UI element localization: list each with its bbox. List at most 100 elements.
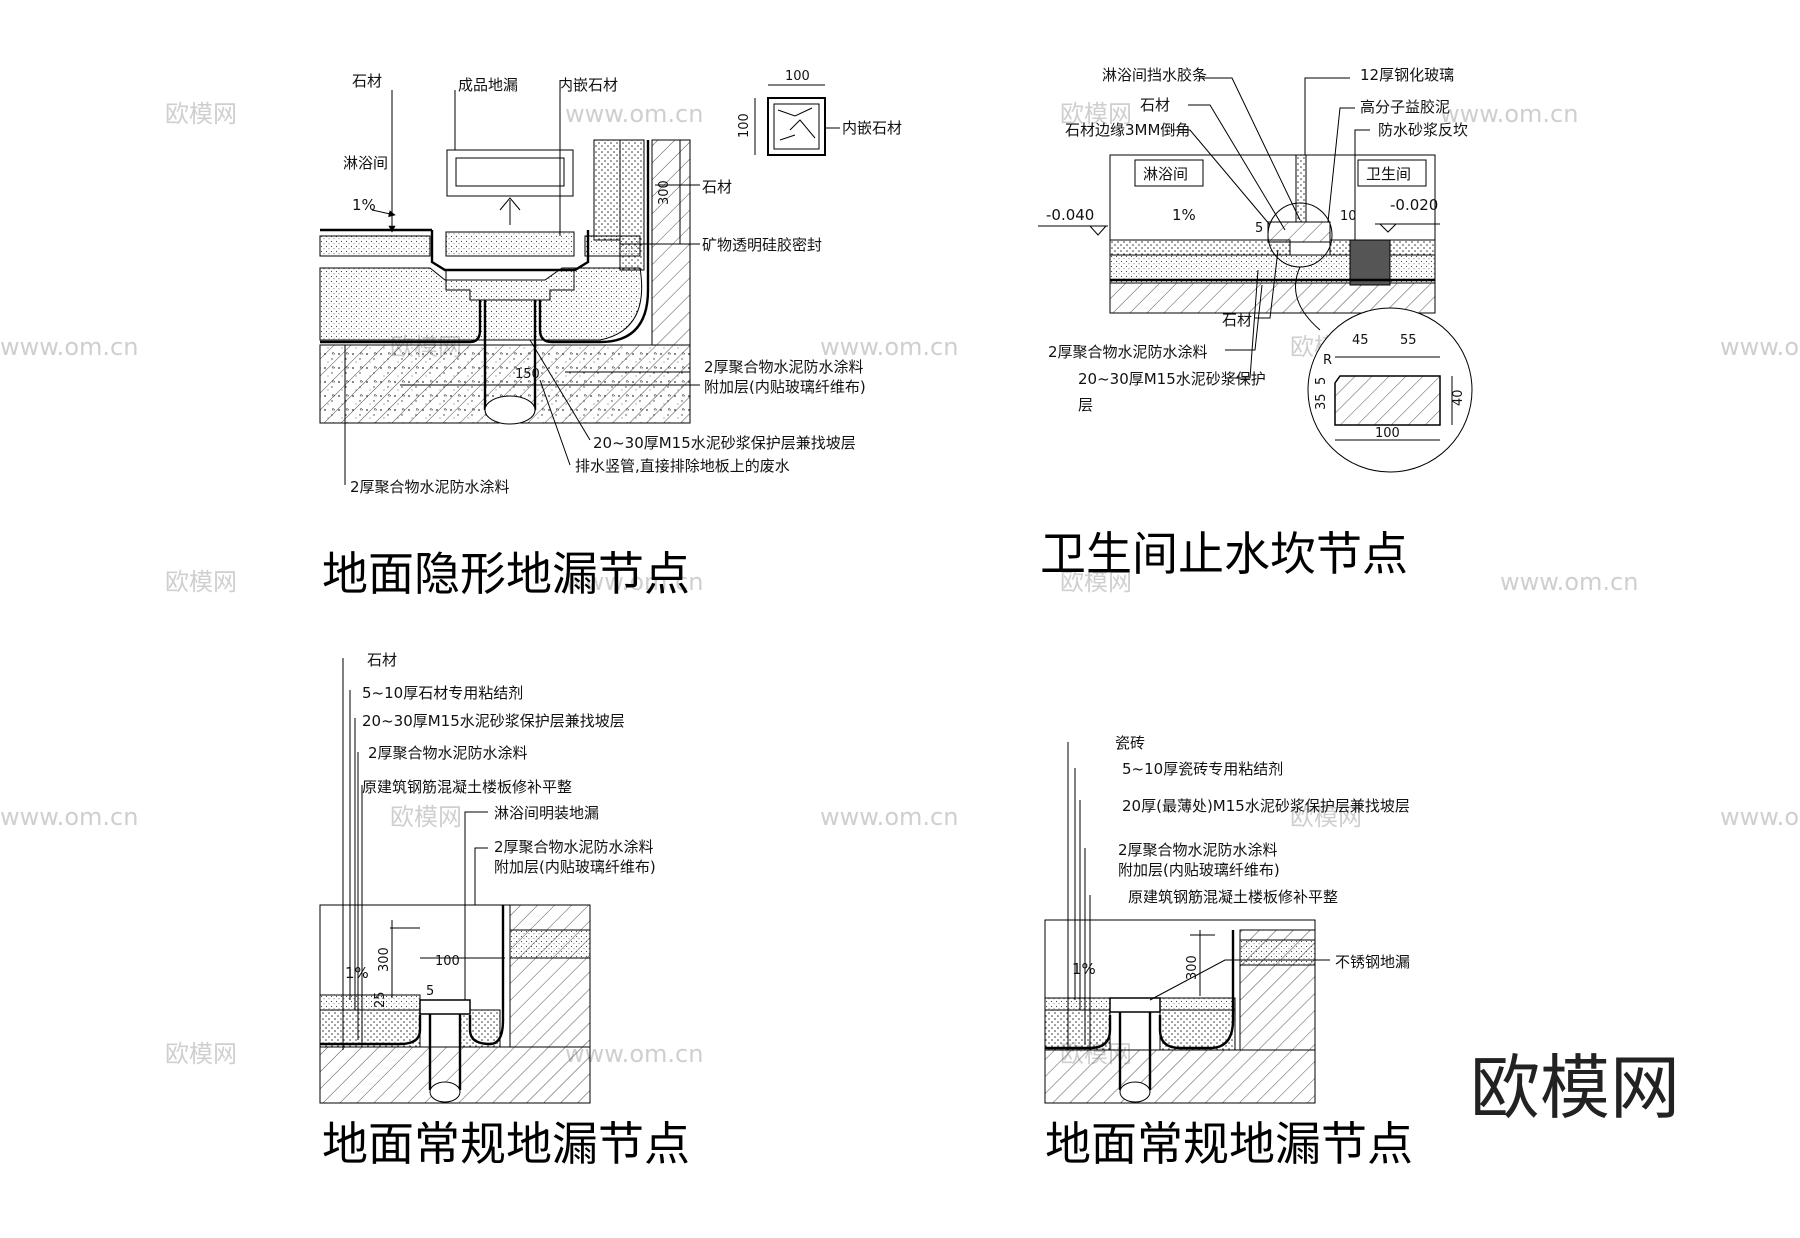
watermark-layer: 欧模网 www.om.cn 欧模网 www.om.cn www.om.cn 欧模… xyxy=(0,100,1800,1129)
dim-10: 10 xyxy=(1340,209,1357,224)
label-shower: 淋浴间 xyxy=(1143,165,1188,183)
watermark-url: www.om.cn xyxy=(0,333,138,361)
label-adhesive: 5~10厚石材专用粘结剂 xyxy=(362,684,523,702)
dim-25: 25 xyxy=(373,991,388,1008)
kerb xyxy=(1349,239,1391,286)
label-mortar-kerb: 防水砂浆反坎 xyxy=(1378,121,1468,139)
dim-5: 5 xyxy=(1255,221,1263,236)
dim-300: 300 xyxy=(657,180,672,205)
label-waterproof: 2厚聚合物水泥防水涂料 xyxy=(368,744,528,762)
watermark-text: 欧模网 xyxy=(165,1040,237,1068)
drain-pipe xyxy=(483,300,537,410)
panel3-title: 地面常规地漏节点 xyxy=(322,1117,690,1171)
inset-dim-w: 100 xyxy=(785,69,810,84)
label-slope: 1% xyxy=(345,964,369,982)
watermark-text: 欧模网 xyxy=(1060,568,1132,596)
label-mortar2: 层 xyxy=(1078,396,1093,414)
label-mortar: 20厚(最薄处)M15水泥砂浆保护层兼找坡层 xyxy=(1122,797,1410,815)
watermark-text: 欧模网 xyxy=(165,100,237,128)
threshold-detail: 45 55 100 40 35 5 R xyxy=(1307,307,1473,473)
label-stone-bottom: 石材 xyxy=(1222,311,1252,329)
label-waterproof: 2厚聚合物水泥防水涂料 xyxy=(1048,343,1208,361)
label-pipe: 排水竖管,直接排除地板上的废水 xyxy=(575,457,790,475)
detail-55: 55 xyxy=(1400,333,1417,348)
detail-45: 45 xyxy=(1352,333,1369,348)
inset-stone-tile: 100 100 内嵌石材 xyxy=(737,69,902,156)
detail-35: 35 xyxy=(1314,393,1329,410)
watermark-url: www.om.cn xyxy=(1720,333,1800,361)
label-add1: 2厚聚合物水泥防水涂料 xyxy=(494,838,654,856)
inlay-stone xyxy=(445,231,575,257)
waterproof-layer xyxy=(320,140,650,344)
watermark-url: www.om.cn xyxy=(565,568,703,596)
watermark-text: 欧模网 xyxy=(390,803,462,831)
detail-5: 5 xyxy=(1314,377,1329,385)
drain-grate xyxy=(419,999,471,1015)
drain-pipe xyxy=(1118,1012,1152,1090)
panel1-title: 地面隐形地漏节点 xyxy=(322,547,690,601)
watermark-url: www.om.cn xyxy=(820,333,958,361)
panel-regular-drain-tile: 瓷砖 5~10厚瓷砖专用粘结剂 20厚(最薄处)M15水泥砂浆保护层兼找坡层 2… xyxy=(1044,734,1413,1171)
panel2-title: 卫生间止水坎节点 xyxy=(1040,527,1408,581)
brand-logo: 欧模网 xyxy=(1470,1047,1680,1129)
label-shower: 淋浴间 xyxy=(343,154,388,172)
waterproof-layer xyxy=(320,905,505,1046)
slab xyxy=(1044,1049,1316,1104)
panel-water-stop-kerb: 淋浴间挡水胶条 12厚钢化玻璃 石材 高分子益胶泥 石材边缘3MM倒角 防水砂浆… xyxy=(1038,66,1473,581)
stone-floor xyxy=(1109,239,1291,256)
watermark-text: 欧模网 xyxy=(165,568,237,596)
label-adhesive: 5~10厚瓷砖专用粘结剂 xyxy=(1122,760,1283,778)
watermark-url: www.om.cn xyxy=(820,803,958,831)
label-tile: 瓷砖 xyxy=(1115,734,1145,752)
inset-dim-h: 100 xyxy=(737,113,752,138)
label-add1: 2厚聚合物水泥防水涂料 xyxy=(1118,841,1278,859)
detail-40: 40 xyxy=(1451,389,1466,406)
label-slope: 1% xyxy=(1072,960,1096,978)
stone-floor xyxy=(319,235,431,257)
label-slope: 1% xyxy=(1172,206,1196,224)
mortar xyxy=(319,1009,421,1048)
level-left: -0.040 xyxy=(1046,206,1094,224)
wall xyxy=(651,139,691,346)
label-stone: 石材 xyxy=(1140,96,1170,114)
label-waterproof: 2厚聚合物水泥防水涂料 xyxy=(350,478,510,496)
label-mortar: 20~30厚M15水泥砂浆保护层兼找坡层 xyxy=(362,712,625,730)
detail-100: 100 xyxy=(1375,426,1400,441)
mortar xyxy=(1044,1009,1111,1051)
panel-invisible-drain: 石材 成品地漏 内嵌石材 淋浴间 1% 石材 矿物透明硅胶密封 300 150 … xyxy=(319,69,902,601)
watermark-url: www.om.cn xyxy=(565,100,703,128)
label-stone: 石材 xyxy=(352,72,382,90)
dim-300: 300 xyxy=(1185,955,1200,980)
label-stone: 石材 xyxy=(367,651,397,669)
dim-150: 150 xyxy=(515,367,540,382)
label-strip: 淋浴间挡水胶条 xyxy=(1102,66,1207,84)
label-drain: 淋浴间明装地漏 xyxy=(494,804,599,822)
label-bathroom: 卫生间 xyxy=(1366,165,1411,183)
inset-label: 内嵌石材 xyxy=(842,119,902,137)
drain-body xyxy=(430,230,590,272)
label-sealant: 高分子益胶泥 xyxy=(1360,98,1450,116)
label-waterproof-add2: 附加层(内贴玻璃纤维布) xyxy=(704,378,866,396)
wall xyxy=(509,904,591,1048)
glass xyxy=(1295,154,1307,223)
drain-pipe xyxy=(428,1014,462,1090)
dim-100: 100 xyxy=(435,954,460,969)
level-right: -0.020 xyxy=(1390,196,1438,214)
label-add2: 附加层(内贴玻璃纤维布) xyxy=(494,858,656,876)
label-slope: 1% xyxy=(352,196,376,214)
label-stone-right: 石材 xyxy=(702,178,732,196)
watermark-url: www.om.cn xyxy=(1500,568,1638,596)
watermark-url: www.om.cn xyxy=(1720,803,1800,831)
watermark-text: 欧模网 xyxy=(1290,803,1362,831)
stone-threshold xyxy=(1267,221,1331,243)
label-inlay-stone: 内嵌石材 xyxy=(558,76,618,94)
label-chamfer: 石材边缘3MM倒角 xyxy=(1065,121,1190,139)
drain-cover xyxy=(446,149,574,197)
dim-5: 5 xyxy=(426,984,434,999)
label-mortar1: 20~30厚M15水泥砂浆保护 xyxy=(1078,370,1266,388)
label-slab: 原建筑钢筋混凝土楼板修补平整 xyxy=(362,778,572,796)
stainless-drain xyxy=(1109,997,1161,1013)
label-waterproof-add1: 2厚聚合物水泥防水涂料 xyxy=(704,358,864,376)
dim-300: 300 xyxy=(377,947,392,972)
label-drain: 成品地漏 xyxy=(458,76,518,94)
